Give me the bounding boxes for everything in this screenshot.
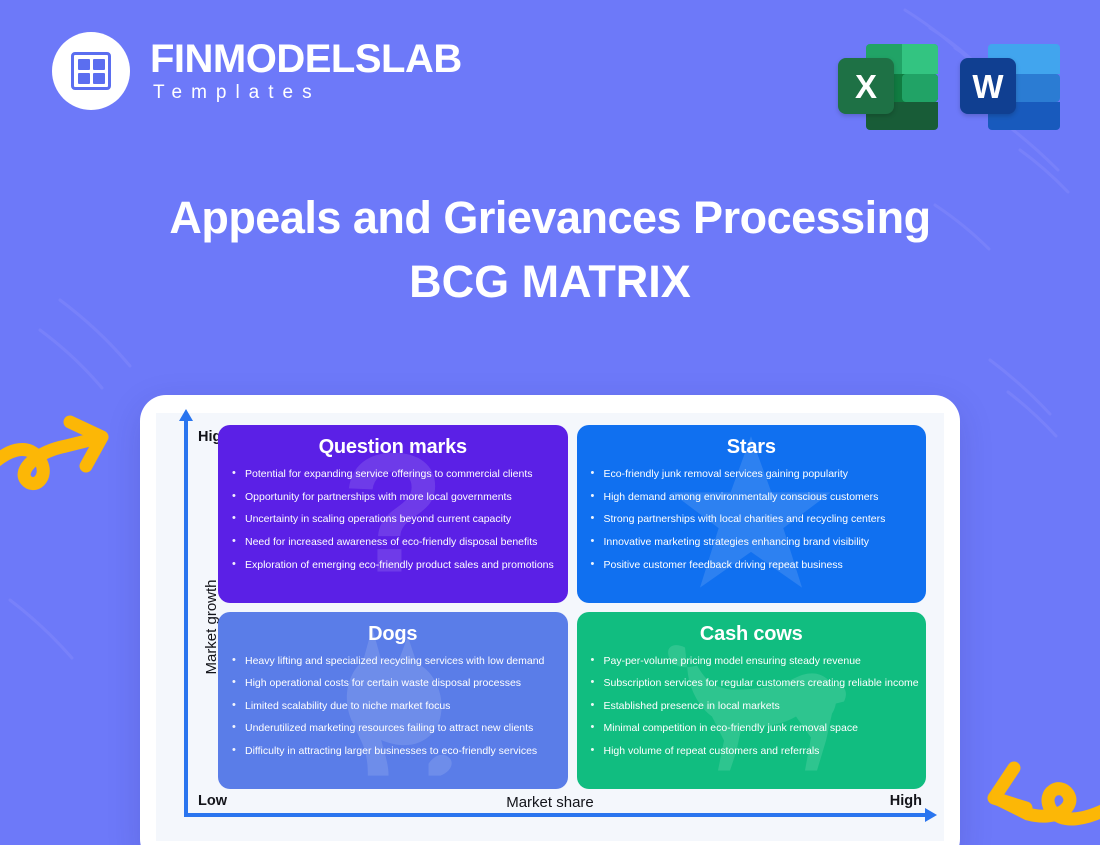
quadrant-title: Stars (726, 436, 776, 458)
y-axis (179, 409, 193, 817)
list-item: Strong partnerships with local charities… (591, 512, 913, 526)
quadrant-title: Dogs (368, 622, 418, 645)
list-item: Innovative marketing strategies enhancin… (591, 535, 913, 549)
quadrant-bullet-list: Pay-per-volume pricing model ensuring st… (591, 653, 919, 782)
list-item: Underutilized marketing resources failin… (232, 721, 554, 735)
list-item: Exploration of emerging eco-friendly pro… (232, 557, 554, 572)
brand-logo: FINMODELSLAB Templates (52, 32, 462, 110)
quadrant-title: Question marks (318, 436, 468, 458)
page-title-block: Appeals and Grievances Processing BCG MA… (0, 190, 1100, 311)
list-item: Subscription services for regular custom… (591, 676, 919, 690)
word-badge-label: W (960, 58, 1016, 114)
x-axis-title: Market share (506, 794, 594, 811)
quadrant-bullet-list: Heavy lifting and specialized recycling … (232, 653, 554, 782)
page-title: Appeals and Grievances Processing (169, 192, 931, 243)
quadrant-question-marks[interactable]: ? Question marks Potential for expanding… (218, 425, 568, 603)
list-item: Limited scalability due to niche market … (232, 699, 554, 713)
page-header: FINMODELSLAB Templates X W (0, 0, 1100, 165)
quadrant-dogs[interactable]: Dogs Heavy lifting and specialized recyc… (218, 611, 568, 789)
list-item: Pay-per-volume pricing model ensuring st… (591, 653, 913, 668)
list-item: High volume of repeat customers and refe… (591, 744, 913, 758)
bcg-matrix-panel: High Low High Market growth Market share… (156, 409, 944, 841)
quadrant-cash-cows[interactable]: Cash cows Pay-per-volume pricing model e… (576, 611, 926, 789)
list-item: Minimal competition in eco-friendly junk… (591, 721, 913, 735)
list-item: Heavy lifting and specialized recycling … (232, 653, 554, 668)
list-item: Uncertainty in scaling operations beyond… (232, 512, 554, 526)
list-item: Potential for expanding service offering… (232, 467, 554, 481)
quadrant-bullet-list: Eco-friendly junk removal services gaini… (591, 467, 913, 595)
list-item: Eco-friendly junk removal services gaini… (591, 467, 913, 481)
excel-file-icon[interactable]: X (838, 36, 938, 136)
quadrant-title: Cash cows (699, 622, 803, 645)
list-item: Positive customer feedback driving repea… (591, 557, 913, 572)
x-axis-high-label: High (889, 793, 922, 809)
page-subtitle: BCG MATRIX (409, 256, 691, 308)
list-item: Need for increased awareness of eco-frie… (232, 535, 554, 549)
quadrant-bullet-list: Potential for expanding service offering… (232, 467, 554, 595)
grid-square-icon (52, 32, 130, 110)
decorative-arrow-up-right-icon (0, 404, 124, 509)
list-item: High operational costs for certain waste… (232, 676, 554, 690)
list-item: Opportunity for partnerships with more l… (232, 490, 554, 504)
bcg-matrix-card: High Low High Market growth Market share… (140, 395, 960, 845)
list-item: Difficulty in attracting larger business… (232, 744, 554, 758)
list-item: High demand among environmentally consci… (591, 490, 913, 504)
quadrant-grid: ? Question marks Potential for expanding… (218, 425, 926, 789)
excel-badge-label: X (838, 58, 894, 114)
decorative-arrow-down-left-icon (968, 742, 1100, 844)
brand-subtitle: Templates (153, 81, 321, 103)
y-axis-low-label: Low (198, 793, 227, 809)
word-file-icon[interactable]: W (960, 36, 1060, 136)
file-format-badges: X W (838, 32, 1060, 136)
list-item: Established presence in local markets (591, 699, 913, 713)
brand-name: FINMODELSLAB (150, 36, 462, 81)
quadrant-stars[interactable]: Stars Eco-friendly junk removal services… (576, 425, 926, 603)
x-axis (184, 808, 937, 822)
